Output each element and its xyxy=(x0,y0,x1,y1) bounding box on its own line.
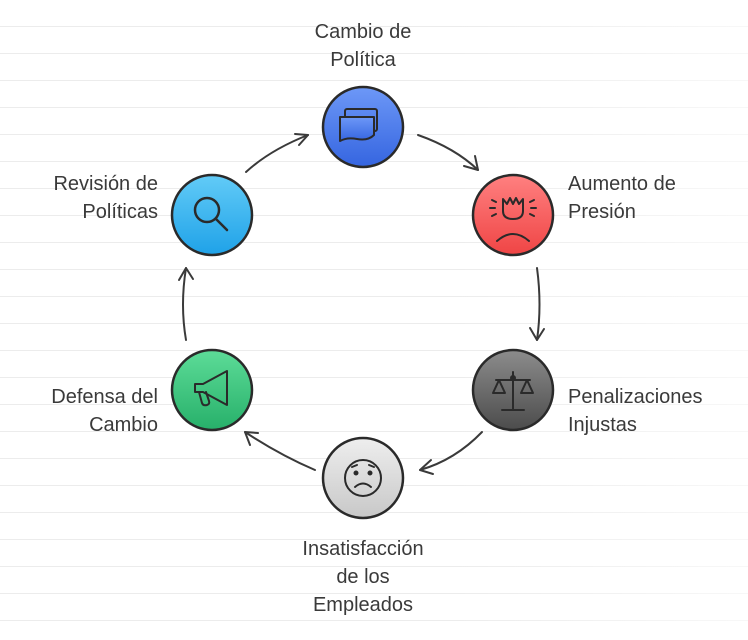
arrow-cambio-to-aumento xyxy=(417,134,479,171)
label-line: Presión xyxy=(568,201,636,223)
megaphone-icon xyxy=(194,370,228,407)
arrow-penalizaciones-to-insatisfaccion xyxy=(419,431,483,475)
label-line: Defensa del xyxy=(51,386,158,408)
label-line: Insatisfacción xyxy=(302,538,424,560)
arrow-aumento-to-penalizaciones xyxy=(529,267,545,341)
label-defensa-del-cambio: Defensa del Cambio xyxy=(0,383,158,439)
arrow-revision-to-cambio xyxy=(245,133,309,173)
node-penalizaciones-injustas xyxy=(471,348,555,432)
label-line: de los xyxy=(336,566,390,588)
node-revision-de-politicas xyxy=(170,173,254,257)
arrow-insatisfaccion-to-defensa xyxy=(244,431,316,471)
sad-face-icon xyxy=(344,459,382,497)
node-aumento-de-presion xyxy=(471,173,555,257)
label-line: Política xyxy=(330,49,396,71)
label-cambio-de-politica: Cambio de Política xyxy=(263,18,463,74)
node-insatisfaccion-empleados xyxy=(321,436,405,520)
node-cambio-de-politica xyxy=(321,85,405,169)
label-aumento-de-presion: Aumento de Presión xyxy=(568,170,738,226)
scales-icon xyxy=(492,371,534,411)
label-penalizaciones-injustas: Penalizaciones Injustas xyxy=(568,383,743,439)
label-line: Revisión de xyxy=(53,173,158,195)
label-revision-de-politicas: Revisión de Políticas xyxy=(0,170,158,226)
label-line: Empleados xyxy=(312,594,414,616)
label-line: Cambio xyxy=(89,414,158,436)
node-defensa-del-cambio xyxy=(170,348,254,432)
label-line: Injustas xyxy=(568,414,637,436)
arrow-defensa-to-revision xyxy=(178,267,194,341)
label-insatisfaccion-empleados: Insatisfacción de los Empleados xyxy=(263,535,463,619)
documents-icon xyxy=(339,108,378,142)
stressed-person-icon xyxy=(489,197,537,242)
label-line: Aumento de xyxy=(568,173,676,195)
label-line: Cambio de xyxy=(314,21,412,43)
magnifier-icon xyxy=(193,196,229,232)
label-line: Penalizaciones xyxy=(568,386,703,408)
label-line: Políticas xyxy=(82,201,158,223)
